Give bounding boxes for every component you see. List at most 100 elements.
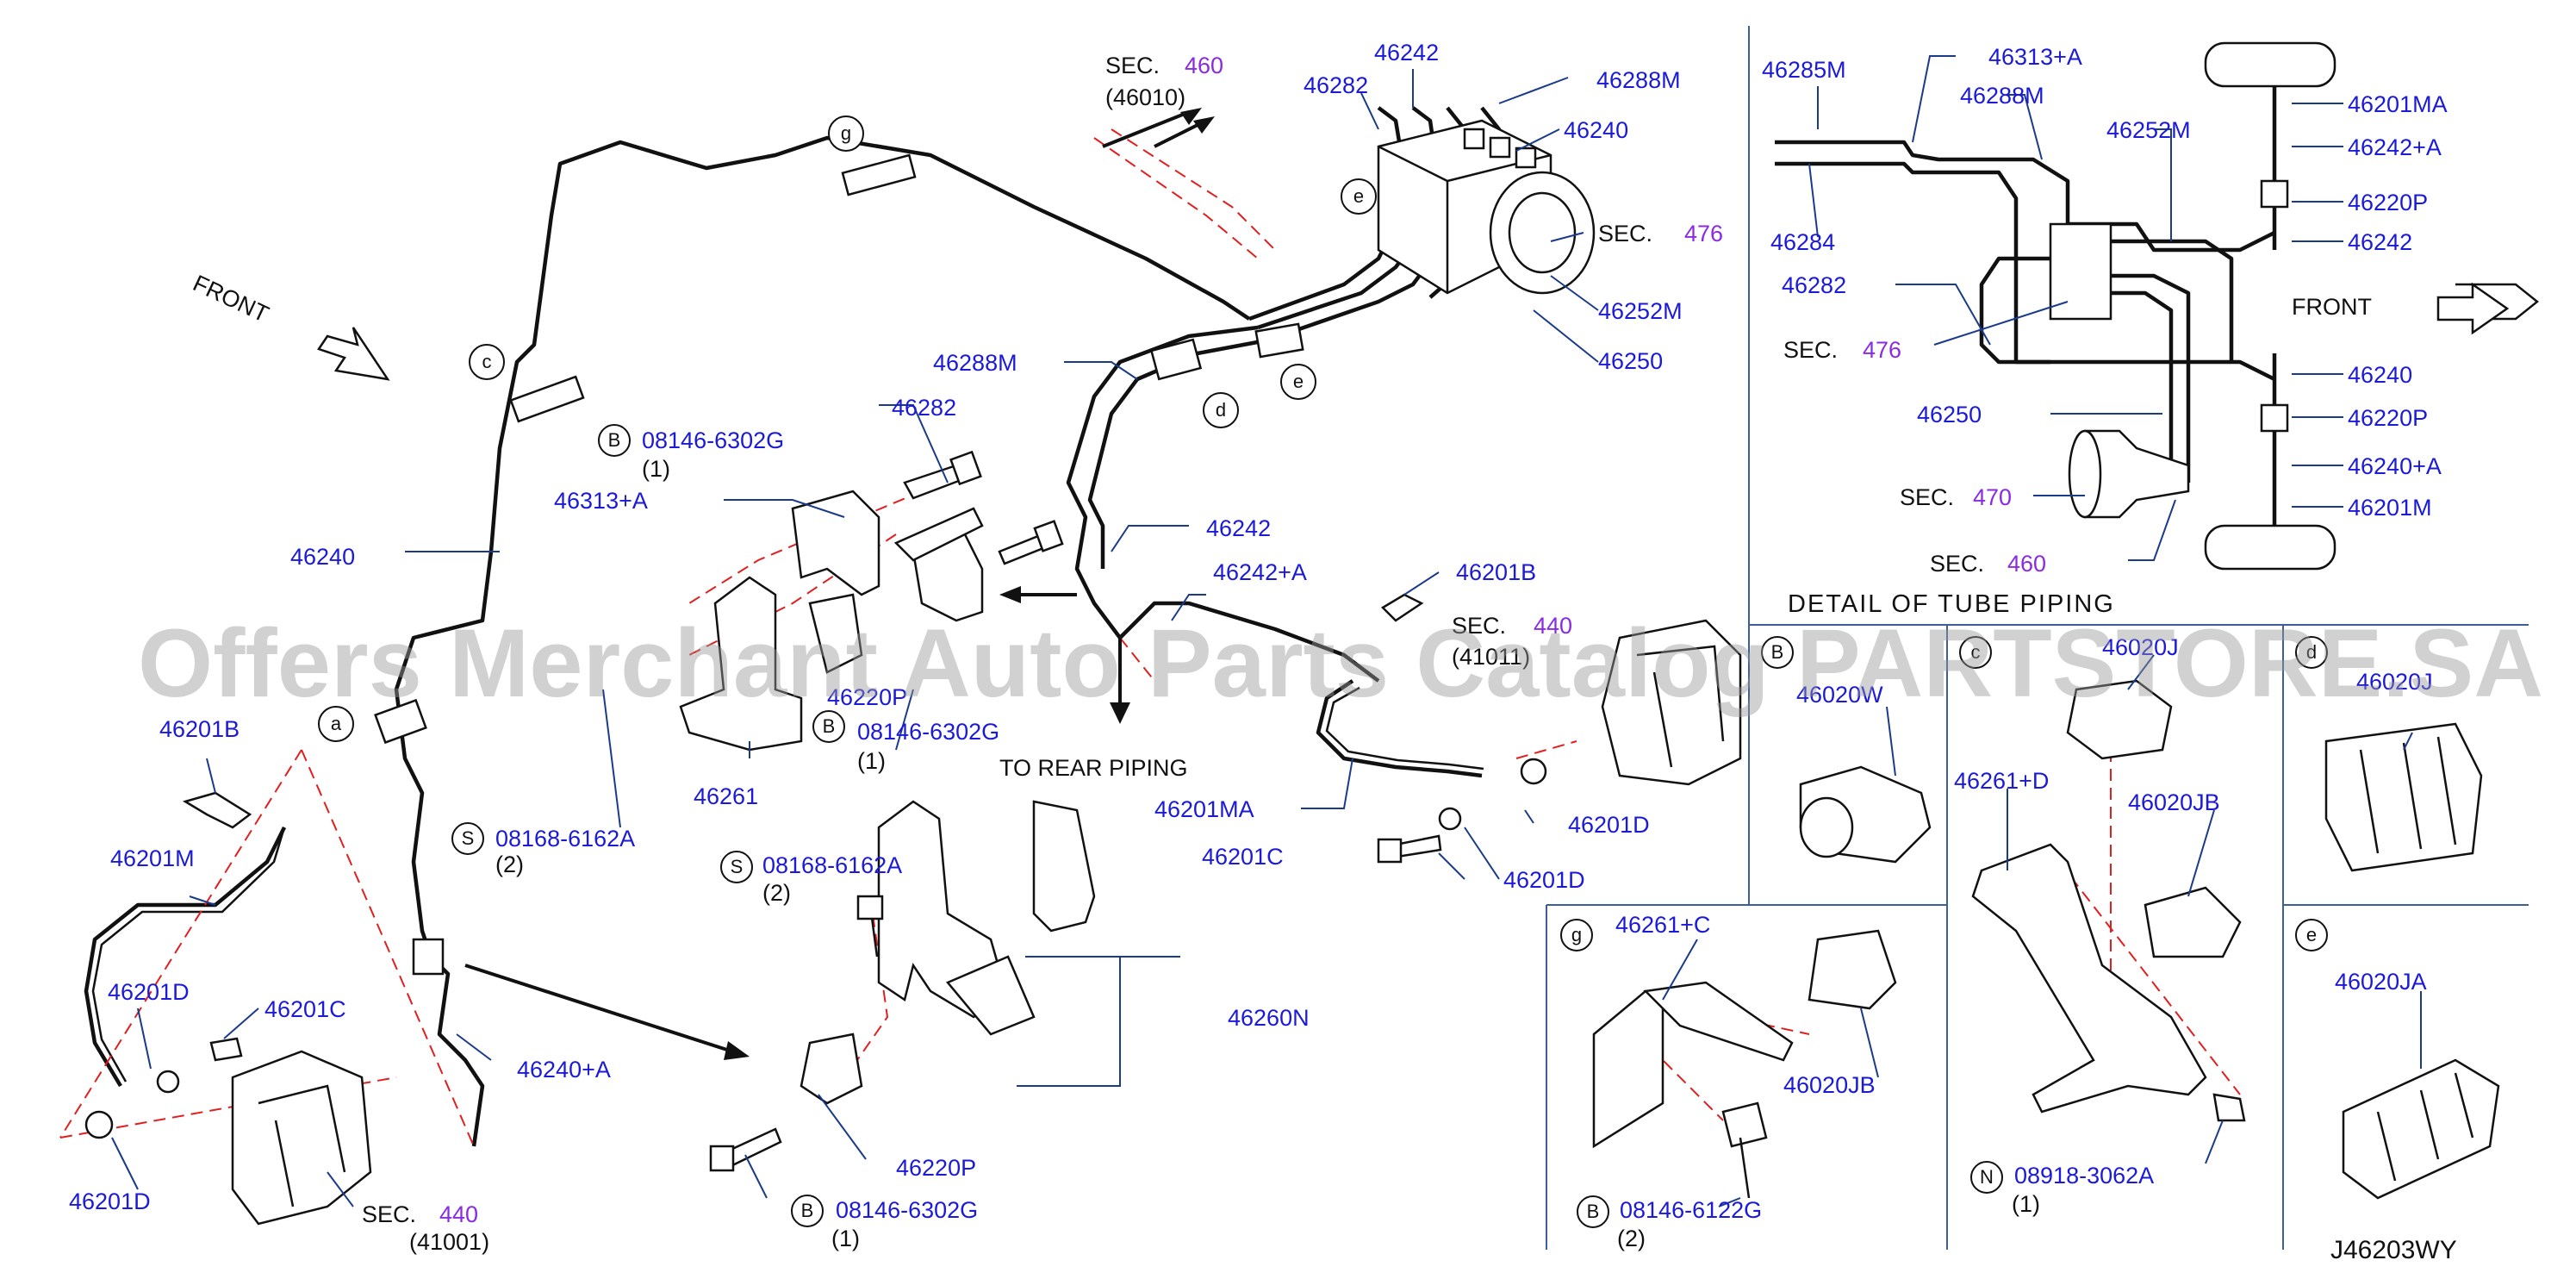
- label-46201C-left: 46201C: [264, 996, 346, 1022]
- callout-circles: [318, 115, 2328, 1228]
- label-46240-right: 46240: [2348, 362, 2412, 388]
- label-46288M-right: 46288M: [1960, 83, 2044, 109]
- label-46261C: 46261+C: [1615, 912, 1710, 938]
- label-46240A: 46240+A: [517, 1057, 611, 1082]
- label-08146-6302G-b: 08146-6302G: [857, 719, 999, 745]
- label-08918-3062A: 08918-3062A: [2014, 1163, 2154, 1189]
- label-46240A-right: 46240+A: [2348, 453, 2442, 479]
- circle-a: a: [331, 713, 342, 734]
- label-46313A: 46313+A: [554, 488, 648, 514]
- circle-d: d: [1216, 399, 1226, 421]
- label-qty-2-g: (2): [1617, 1226, 1646, 1251]
- label-qty-2-a: (2): [495, 852, 524, 877]
- label-46252M: 46252M: [1598, 298, 1683, 324]
- label-46242-mid: 46242: [1206, 515, 1271, 541]
- direction-arrows: [317, 108, 2510, 1060]
- label-to-rear-piping: TO REAR PIPING: [999, 755, 1188, 781]
- label-08168-6162A-b: 08168-6162A: [762, 852, 902, 878]
- diagram-code: J46203WY: [2330, 1236, 2457, 1264]
- circle-b-detail: B: [1771, 641, 1784, 663]
- label-qty-1-a: (1): [642, 456, 670, 482]
- sec-46010: (46010): [1105, 84, 1185, 110]
- label-46252M-right: 46252M: [2106, 117, 2191, 143]
- label-46201D-left-a: 46201D: [108, 979, 190, 1005]
- label-46020JA: 46020JA: [2335, 969, 2427, 995]
- label-46240: 46240: [1564, 117, 1628, 143]
- label-46201D-b: 46201D: [1503, 867, 1585, 893]
- label-46250-right: 46250: [1917, 402, 1982, 427]
- sec-460-number-right: 460: [2007, 551, 2046, 577]
- sec-41011: (41011): [1452, 644, 1530, 670]
- circle-e-mid: e: [1293, 371, 1304, 392]
- label-46260N: 46260N: [1228, 1005, 1310, 1031]
- circle-b-1: B: [608, 429, 621, 451]
- label-qty-1-c: (1): [831, 1226, 860, 1251]
- label-46242: 46242: [1374, 40, 1439, 66]
- circle-g: g: [841, 122, 851, 144]
- mount-brackets: [84, 450, 1742, 1226]
- circle-b-4: B: [1587, 1201, 1600, 1222]
- label-46282-mid: 46282: [892, 395, 956, 421]
- sec-476-number-right: 476: [1863, 337, 1901, 363]
- sec-470-number: 470: [1973, 484, 2012, 510]
- detail-panel-parts: [1592, 679, 2500, 1200]
- sec-440-number: 440: [1534, 613, 1572, 639]
- label-46282: 46282: [1304, 72, 1368, 98]
- circle-e-detail: e: [2306, 924, 2317, 945]
- detail-panel-borders: [1546, 26, 2529, 1250]
- label-08146-6302G-c: 08146-6302G: [836, 1197, 978, 1223]
- leader-lines: [111, 55, 2422, 1207]
- circle-n: N: [1980, 1166, 1994, 1188]
- circle-c: c: [482, 351, 492, 372]
- label-46220P-right-a: 46220P: [2348, 190, 2428, 215]
- sec-460-number: 460: [1185, 53, 1223, 78]
- watermark-text: Offers Merchant Auto Parts Catalog PARTS…: [138, 609, 2543, 717]
- sec-476-word: SEC.: [1598, 221, 1652, 246]
- label-qty-1-n: (1): [2012, 1191, 2040, 1217]
- label-46020W: 46020W: [1796, 682, 1883, 708]
- circle-b-2: B: [823, 715, 836, 737]
- label-46288M: 46288M: [1596, 67, 1681, 93]
- label-46201C: 46201C: [1202, 844, 1284, 870]
- circle-e-top: e: [1353, 185, 1364, 207]
- sec-440-word: SEC.: [1452, 613, 1506, 639]
- circle-s-2: S: [731, 856, 744, 877]
- label-qty-1-b: (1): [857, 748, 886, 774]
- part-number-labels: SEC. 460 (46010) SEC. 476 SEC. 440 (4101…: [69, 40, 2448, 1255]
- label-46201M-right: 46201M: [2348, 495, 2432, 521]
- sec-460-word: SEC.: [1105, 53, 1160, 78]
- label-46261D: 46261+D: [1954, 768, 2049, 794]
- label-46220P-low: 46220P: [896, 1155, 976, 1181]
- abs-actuator-unit: [1377, 119, 1596, 295]
- label-qty-2-b: (2): [762, 880, 791, 906]
- label-08146-6302G-a: 08146-6302G: [642, 427, 784, 453]
- label-46282-right: 46282: [1782, 272, 1846, 298]
- label-46020JB-c: 46020JB: [2128, 789, 2220, 815]
- callout-circle-letters: g c a e e d B B S S B B N B c d e g: [331, 122, 2317, 1222]
- label-08168-6162A-a: 08168-6162A: [495, 826, 635, 852]
- sec-460-word-right: SEC.: [1930, 551, 1984, 577]
- label-front-left: FRONT: [189, 270, 272, 327]
- label-46201D-left-b: 46201D: [69, 1189, 151, 1214]
- circle-d-detail: d: [2306, 641, 2317, 663]
- circle-g-detail: g: [1571, 924, 1582, 945]
- label-46201D-a: 46201D: [1568, 812, 1650, 838]
- circle-c-detail: c: [1971, 641, 1981, 663]
- label-46285M: 46285M: [1762, 57, 1846, 83]
- label-46201MA-right: 46201MA: [2348, 91, 2448, 117]
- label-46261: 46261: [694, 783, 758, 809]
- label-46201M: 46201M: [110, 845, 195, 871]
- label-46220P-right-b: 46220P: [2348, 405, 2428, 431]
- sec-440-number-left: 440: [439, 1201, 478, 1227]
- label-46201B: 46201B: [1456, 559, 1536, 585]
- circle-s-1: S: [462, 827, 475, 849]
- label-46020J-d: 46020J: [2356, 669, 2433, 695]
- label-46240-left: 46240: [290, 544, 355, 570]
- label-46220P-mid: 46220P: [827, 684, 907, 710]
- circle-b-3: B: [801, 1200, 814, 1221]
- label-46020JB-g: 46020JB: [1783, 1072, 1876, 1098]
- label-46313A-right: 46313+A: [1988, 44, 2082, 70]
- label-46020J-c: 46020J: [2102, 634, 2179, 660]
- label-front-right: FRONT: [2292, 294, 2372, 320]
